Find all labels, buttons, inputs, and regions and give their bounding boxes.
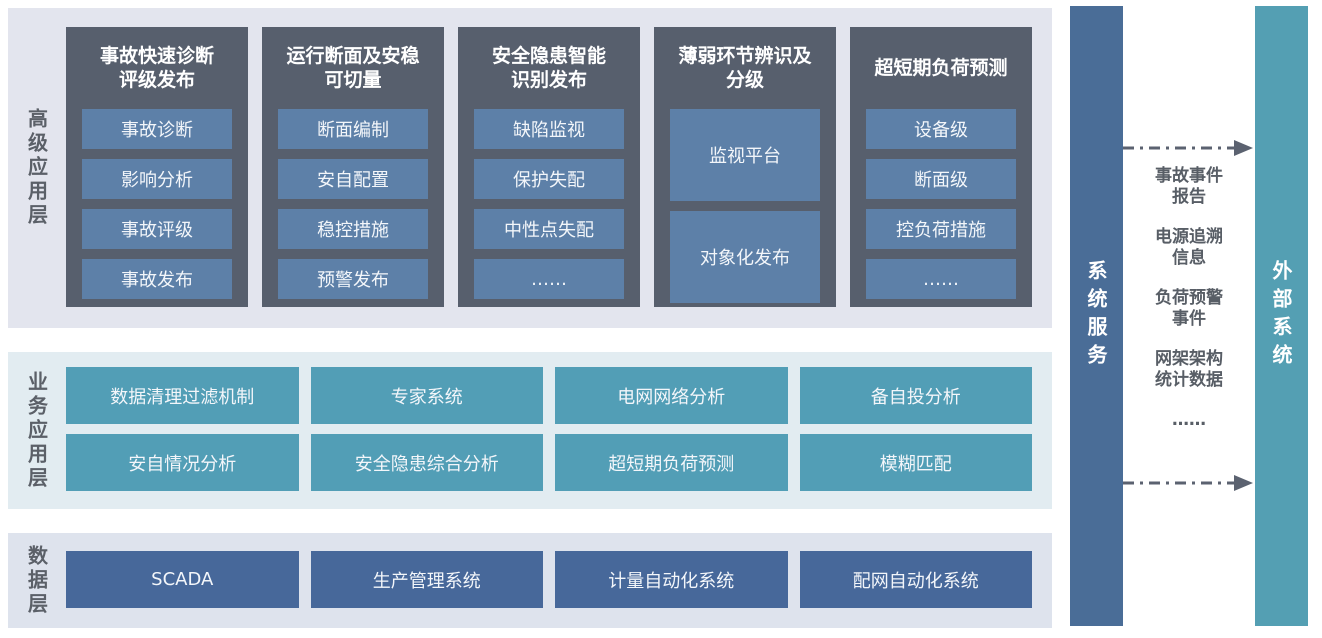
module-item: …… <box>474 259 624 299</box>
system-services-bar: 系统服务 <box>1070 6 1123 626</box>
module-item: …… <box>866 259 1016 299</box>
business-item: 安全隐患综合分析 <box>310 434 543 491</box>
exchange-area: 事故事件 报告 电源追溯 信息 负荷预警 事件 网架架构 统计数据 …… <box>1123 6 1255 626</box>
data-source-items: SCADA 生产管理系统 计量自动化系统 配网自动化系统 <box>66 551 1032 608</box>
module-item: 缺陷监视 <box>474 109 624 149</box>
module-item: 安自配置 <box>278 159 428 199</box>
data-source-item: 生产管理系统 <box>310 551 543 608</box>
module-item: 设备级 <box>866 109 1016 149</box>
layer-label-data: 数据层 <box>24 544 49 617</box>
business-item: 电网网络分析 <box>555 367 788 424</box>
module-operation-section-stability: 运行断面及安稳 可切量 断面编制 安自配置 稳控措施 预警发布 <box>262 27 444 307</box>
module-accident-rapid-diagnosis: 事故快速诊断 评级发布 事故诊断 影响分析 事故评级 事故发布 <box>66 27 248 307</box>
business-item: 专家系统 <box>310 367 543 424</box>
module-item: 断面级 <box>866 159 1016 199</box>
module-item: 保护失配 <box>474 159 624 199</box>
module-title: 运行断面及安稳 可切量 <box>286 45 420 91</box>
layer-label-advanced: 高级应用层 <box>24 108 49 228</box>
module-title: 薄弱环节辨识及 分级 <box>678 45 812 91</box>
module-items: 断面编制 安自配置 稳控措施 预警发布 <box>262 109 444 299</box>
module-item: 事故发布 <box>82 259 232 299</box>
exchange-item: 网架架构 统计数据 <box>1155 349 1223 390</box>
module-item: 影响分析 <box>82 159 232 199</box>
exchange-item: …… <box>1172 410 1206 430</box>
module-items: 设备级 断面级 控负荷措施 …… <box>850 109 1032 299</box>
module-item: 控负荷措施 <box>866 209 1016 249</box>
business-item: 数据清理过滤机制 <box>66 367 299 424</box>
dash-dot-arrow-right-icon <box>1123 475 1253 491</box>
business-item: 备自投分析 <box>799 367 1032 424</box>
exchange-item: 负荷预警 事件 <box>1155 288 1223 329</box>
module-items: 缺陷监视 保护失配 中性点失配 …… <box>458 109 640 299</box>
business-application-layer: 业务应用层 数据清理过滤机制 专家系统 电网网络分析 备自投分析 安自情况分析 … <box>8 352 1052 509</box>
module-item: 对象化发布 <box>670 211 820 303</box>
module-item: 中性点失配 <box>474 209 624 249</box>
data-source-item: 配网自动化系统 <box>799 551 1032 608</box>
module-item: 事故诊断 <box>82 109 232 149</box>
module-title: 超短期负荷预测 <box>874 57 1008 79</box>
module-title: 安全隐患智能 识别发布 <box>491 45 606 91</box>
module-columns: 事故快速诊断 评级发布 事故诊断 影响分析 事故评级 事故发布 运行断面及安稳 … <box>66 27 1032 307</box>
dash-dot-arrow-right-icon <box>1123 140 1253 156</box>
module-items: 事故诊断 影响分析 事故评级 事故发布 <box>66 109 248 299</box>
module-item: 事故评级 <box>82 209 232 249</box>
business-item: 安自情况分析 <box>66 434 299 491</box>
data-source-item: 计量自动化系统 <box>555 551 788 608</box>
module-title: 事故快速诊断 评级发布 <box>99 45 214 91</box>
business-item: 超短期负荷预测 <box>555 434 788 491</box>
external-systems-bar: 外部系统 <box>1255 6 1308 626</box>
data-source-item: SCADA <box>66 551 299 608</box>
layer-label-business: 业务应用层 <box>24 370 49 491</box>
exchange-item: 电源追溯 信息 <box>1155 227 1223 268</box>
business-items: 数据清理过滤机制 专家系统 电网网络分析 备自投分析 安自情况分析 安全隐患综合… <box>66 367 1032 491</box>
module-item: 监视平台 <box>670 109 820 201</box>
module-item: 断面编制 <box>278 109 428 149</box>
module-hidden-danger-identification: 安全隐患智能 识别发布 缺陷监视 保护失配 中性点失配 …… <box>458 27 640 307</box>
module-item: 预警发布 <box>278 259 428 299</box>
module-item: 稳控措施 <box>278 209 428 249</box>
advanced-application-layer: 高级应用层 事故快速诊断 评级发布 事故诊断 影响分析 事故评级 事故发布 运行… <box>8 8 1052 328</box>
module-weak-link-identification: 薄弱环节辨识及 分级 监视平台 对象化发布 <box>654 27 836 307</box>
module-ultra-short-term-load-forecast: 超短期负荷预测 设备级 断面级 控负荷措施 …… <box>850 27 1032 307</box>
data-layer: 数据层 SCADA 生产管理系统 计量自动化系统 配网自动化系统 <box>8 533 1052 628</box>
module-items: 监视平台 对象化发布 <box>654 109 836 303</box>
exchange-items: 事故事件 报告 电源追溯 信息 负荷预警 事件 网架架构 统计数据 …… <box>1123 166 1255 431</box>
exchange-item: 事故事件 报告 <box>1155 166 1223 207</box>
business-item: 模糊匹配 <box>799 434 1032 491</box>
